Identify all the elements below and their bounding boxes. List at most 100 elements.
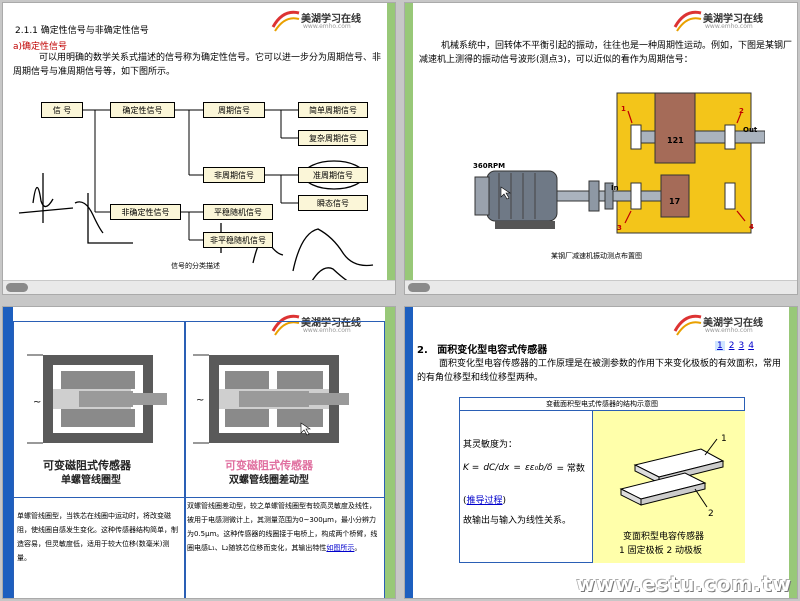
page-link-1[interactable]: 1: [715, 341, 725, 351]
section-heading: 2.1.1 确定性信号与非确定性信号: [15, 26, 149, 36]
formula-constant: = 常数: [556, 464, 585, 474]
box-simple-periodic: 简单周期信号: [298, 102, 368, 118]
formula-lhs: K =: [463, 462, 480, 473]
label-point-4: 4: [749, 223, 754, 231]
tree-connectors: [18, 109, 374, 289]
label-point-1: 1: [621, 105, 626, 113]
logo: 美湖学习在线 www.emho.com: [673, 311, 793, 341]
capacitor-plates-diagram: [619, 438, 725, 508]
box-transient: 瞬态信号: [298, 195, 368, 211]
slide-gearbox-vibration[interactable]: 美湖学习在线 www.emho.com 机械系统中，回转体不平衡引起的振动，往往…: [404, 2, 798, 295]
row-divider: [13, 497, 385, 498]
right-stripe: [387, 3, 395, 294]
section-heading: 2. 面积变化型电容式传感器: [417, 341, 547, 356]
formula-equals: =: [513, 462, 521, 473]
left-blue-stripe: [405, 307, 413, 598]
title-single-coil: 可变磁阻式传感器: [43, 459, 131, 472]
label-gear-17: 17: [669, 197, 681, 206]
left-blue-stripe: [3, 307, 13, 598]
sensitivity-label: 其灵敏度为：: [463, 440, 518, 450]
gearbox-caption: 某钢厂减速机振动测点布置图: [551, 252, 642, 260]
logo-url: www.emho.com: [705, 23, 753, 30]
label-rpm: 360RPM: [473, 162, 506, 170]
slide-signal-classification[interactable]: 美湖学习在线 www.emho.com 2.1.1 确定性信号与非确定性信号 a…: [2, 2, 396, 295]
section-number: 2.: [417, 345, 428, 356]
figure-legend: 1 固定极板 2 动极板: [619, 546, 703, 556]
logo-swoosh-icon: [673, 314, 702, 336]
slide-bottom-bar: [405, 280, 797, 294]
box-deterministic: 确定性信号: [110, 102, 175, 118]
subheading: a)确定性信号: [13, 42, 68, 52]
differential-text-main: 双螺管线圈差动型，较之单螺管线圈型有较高灵敏度及线性，被用于电感测微计上，其测量…: [187, 502, 378, 552]
differential-coil-description: 双螺管线圈差动型，较之单螺管线圈型有较高灵敏度及线性，被用于电感测微计上，其测量…: [187, 499, 381, 555]
logo: 美湖学习在线 www.emho.com: [673, 7, 793, 37]
single-coil-description: 单螺管线圈型，当铁芯在线圈中运动时，将改变磁阻，使线圈自感发生变化。这种传感器结…: [17, 512, 178, 562]
label-out: Out: [743, 126, 758, 134]
capacitive-paragraph: 面积变化型电容传感器的工作原理是在被测参数的作用下来变化极板的有效面积，常用的有…: [417, 359, 782, 383]
label-in: In: [611, 184, 619, 192]
logo-text: 美湖学习在线: [301, 14, 361, 25]
box-nonstationary-random: 非平稳随机信号: [203, 232, 273, 248]
logo-text: 美湖学习在线: [301, 318, 361, 329]
linearity-statement: 故输出与输入为线性关系。: [463, 516, 572, 526]
gearbox-paragraph: 机械系统中，回转体不平衡引起的振动，往往也是一种周期性运动。例如，下图是某钢厂减…: [419, 41, 793, 65]
slide-reluctance-sensor[interactable]: 美湖学习在线 www.emho.com ~ ~ 可变磁阻式传感器 单螺管线圈型 …: [2, 306, 396, 599]
plate-label-2: 2: [708, 509, 714, 519]
tilde-left: ~: [33, 397, 42, 408]
logo-swoosh-icon: [271, 314, 300, 336]
label-point-3: 3: [617, 224, 622, 232]
box-periodic: 周期信号: [203, 102, 265, 118]
left-cell: [13, 321, 185, 598]
title-differential-coil: 可变磁阻式传感器: [225, 459, 313, 472]
differential-coil-sensor-diagram: [193, 354, 349, 444]
sensitivity-formula: K = dC/dx = εε₀b/δ = 常数: [463, 461, 585, 475]
slide-bottom-bar: [3, 280, 395, 294]
page-link-3[interactable]: 3: [738, 341, 745, 351]
subtitle-single-coil: 单螺管线圈型: [61, 475, 121, 486]
box-nonperiodic: 非周期信号: [203, 167, 265, 183]
differential-text-end: 。: [354, 544, 362, 552]
page-link-2[interactable]: 2: [728, 341, 735, 351]
left-stripe: [405, 3, 413, 294]
page-links: 1 2 3 4: [715, 341, 754, 351]
logo-text: 美湖学习在线: [703, 318, 763, 329]
right-green-stripe: [789, 307, 797, 598]
logo-url: www.emho.com: [705, 327, 753, 334]
box-nondeterministic: 非确定性信号: [110, 204, 181, 220]
label-gear-121: 121: [667, 136, 684, 145]
logo-swoosh-icon: [271, 10, 300, 32]
logo-swoosh-icon: [673, 10, 702, 32]
logo-url: www.emho.com: [303, 23, 351, 30]
box-signal: 信 号: [41, 102, 83, 118]
box-complex-periodic: 复杂周期信号: [298, 130, 368, 146]
label-point-2: 2: [739, 107, 744, 115]
page-link-4[interactable]: 4: [748, 341, 754, 351]
section-title: 面积变化型电容式传感器: [437, 345, 548, 356]
derivation-link-row: (推导过程): [463, 496, 507, 506]
diagram-caption: 信号的分类描述: [171, 262, 220, 270]
subtitle-differential-coil: 双螺管线圈差动型: [229, 475, 309, 486]
formula-derivative: dC/dx: [483, 462, 510, 473]
formula-expression: εε₀b/δ: [524, 462, 553, 473]
table-title: 变截面积型电式传感器的结构示意图: [459, 397, 745, 411]
right-cell: [185, 321, 385, 598]
plate-label-1: 1: [721, 434, 727, 444]
logo-text: 美湖学习在线: [703, 14, 763, 25]
slide-capacitive-sensor[interactable]: 美湖学习在线 www.emho.com 1 2 3 4 2. 面积变化型电容式传…: [404, 306, 798, 599]
slide-nav-button[interactable]: [6, 283, 28, 292]
box-stationary-random: 平稳随机信号: [203, 204, 273, 220]
site-watermark: www.estu.com.tw: [576, 572, 792, 596]
derivation-link[interactable]: 推导过程: [466, 496, 503, 506]
logo: 美湖学习在线 www.emho.com: [271, 7, 391, 37]
figure-link[interactable]: 如图所示: [326, 544, 355, 552]
tilde-right: ~: [196, 395, 205, 406]
logo: 美湖学习在线 www.emho.com: [271, 311, 391, 341]
single-coil-sensor-diagram: [27, 354, 167, 444]
gearbox-diagram: [474, 92, 765, 234]
figure-title: 变面积型电容传感器: [623, 532, 705, 542]
right-green-stripe: [385, 307, 395, 598]
slide-nav-button[interactable]: [408, 283, 430, 292]
logo-url: www.emho.com: [303, 327, 351, 334]
intro-paragraph: 可以用明确的数学关系式描述的信号称为确定性信号。它可以进一步分为周期信号、非周期…: [13, 53, 382, 77]
box-quasi-periodic: 准周期信号: [298, 167, 368, 183]
